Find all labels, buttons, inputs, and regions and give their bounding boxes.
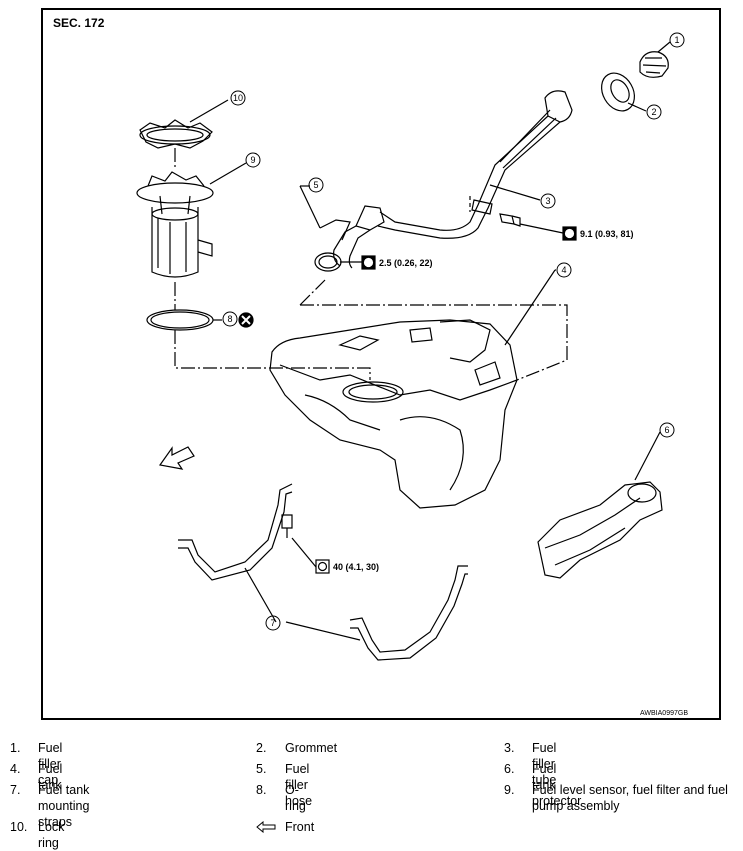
callout-6: 6 xyxy=(664,425,669,435)
grommet-part xyxy=(601,72,635,112)
callout-4: 4 xyxy=(561,265,566,275)
legend-label: Fuel filler cap xyxy=(38,741,63,787)
legend-num: 2. xyxy=(256,741,267,755)
legend-label: O-ring xyxy=(285,783,306,813)
fuel-pump-assembly-part xyxy=(136,171,214,278)
fuel-tank-protector-part xyxy=(537,481,663,579)
callout-3: 3 xyxy=(545,196,550,206)
legend-label: Lock ring xyxy=(38,820,65,850)
front-arrow-icon xyxy=(256,821,276,833)
filler-tube-bolt xyxy=(499,213,521,227)
fuel-tank-part xyxy=(269,319,518,509)
torque-spec-straps: 40 (4.1, 30) xyxy=(333,562,379,572)
callout-9: 9 xyxy=(250,155,255,165)
legend-num: 9. xyxy=(504,783,515,797)
legend-label: Fuel filler hose xyxy=(285,762,313,808)
torque-wrench-icon xyxy=(315,226,577,574)
callout-10: 10 xyxy=(233,93,243,103)
fuel-filler-tube-part xyxy=(377,90,573,239)
image-code: AWBIA0997GB xyxy=(640,710,688,717)
legend-num: 4. xyxy=(10,762,21,776)
callout-5: 5 xyxy=(313,180,318,190)
callout-2: 2 xyxy=(651,107,656,117)
torque-spec-filler-tube: 9.1 (0.93, 81) xyxy=(580,229,634,239)
legend-num: 10. xyxy=(10,820,28,834)
legend-label-front: Front xyxy=(285,820,315,834)
o-ring-part xyxy=(146,309,214,331)
legend-label: Fuel tank xyxy=(38,762,63,792)
callout-circles xyxy=(222,32,685,631)
legend-num: 6. xyxy=(504,762,515,776)
callout-1: 1 xyxy=(674,35,679,45)
front-arrow-icon xyxy=(158,446,195,470)
legend-num: 5. xyxy=(256,762,267,776)
legend-label: Fuel tank protector xyxy=(532,762,582,808)
legend-num: 8. xyxy=(256,783,267,797)
legend-label: Grommet xyxy=(285,741,338,755)
legend-label: Fuel level sensor, fuel filter and fuel … xyxy=(532,783,728,813)
fuel-filler-cap-part xyxy=(639,51,669,78)
lock-ring-part xyxy=(139,119,213,149)
legend-num: 1. xyxy=(10,741,21,755)
legend-num: 7. xyxy=(10,783,21,797)
legend-label: Fuel tank mounting straps xyxy=(38,783,90,829)
callout-7: 7 xyxy=(270,618,275,628)
torque-spec-filler-hose: 2.5 (0.26, 22) xyxy=(379,258,433,268)
mounting-straps-part xyxy=(178,483,468,661)
section-label: SEC. 172 xyxy=(53,16,105,30)
callout-8: 8 xyxy=(227,314,232,324)
legend-label: Fuel filler tube xyxy=(532,741,557,787)
do-not-reuse-icon xyxy=(238,312,254,328)
diagram-frame xyxy=(41,8,721,720)
legend-num: 3. xyxy=(504,741,515,755)
